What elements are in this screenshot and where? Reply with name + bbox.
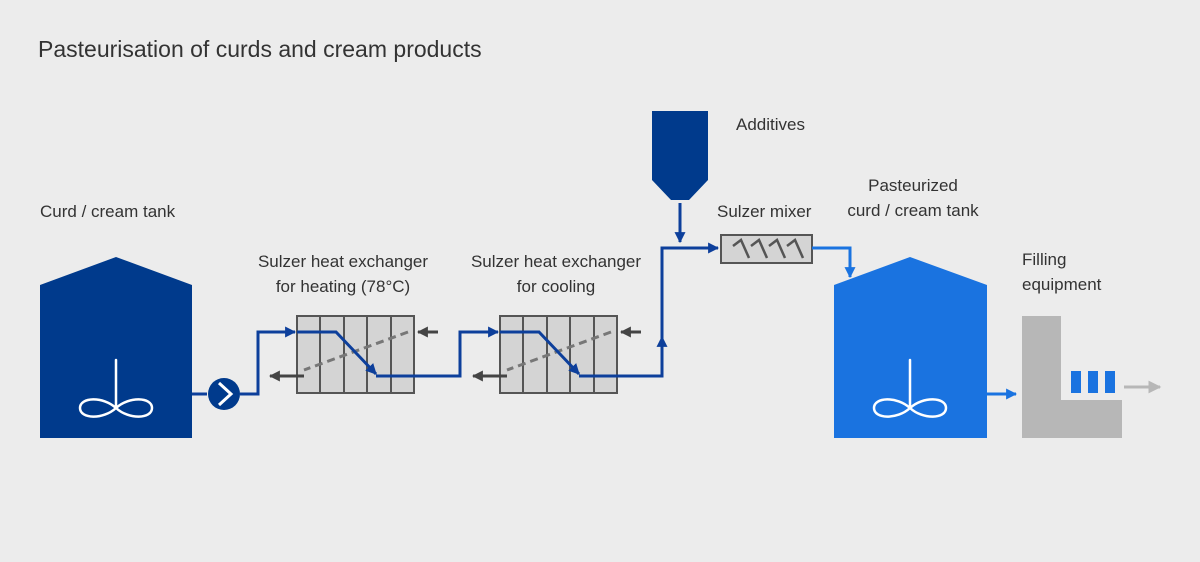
heat-exchanger-cooling (499, 315, 618, 394)
curd-tank-label: Curd / cream tank (40, 202, 176, 221)
heat-exchanger-heating-label-line2: for heating (78°C) (275, 277, 411, 296)
filling-equipment-label-line2: equipment (1022, 275, 1102, 294)
curd-tank-body (40, 257, 192, 438)
pasteurized-tank-body (834, 257, 987, 438)
additives-hopper (652, 111, 708, 244)
pump-icon (192, 378, 240, 410)
filled-containers (1071, 371, 1115, 393)
agitator-icon (78, 358, 154, 418)
filling-equipment-label-line1: Filling (1022, 250, 1067, 269)
pasteurized-tank-label: Pasteurized curd / cream tank (813, 173, 1013, 223)
heat-exchanger-heating (296, 315, 415, 394)
heat-exchanger-cooling-label-line2: for cooling (516, 277, 596, 296)
filling-equipment (1022, 316, 1162, 438)
diagram-title: Pasteurisation of curds and cream produc… (38, 36, 482, 62)
filling-equipment-label: Filling equipment (1022, 247, 1101, 297)
pasteurized-tank-label-line1: Pasteurized (868, 176, 958, 195)
hopper-icon (652, 111, 708, 200)
heat-exchanger-cooling-label: Sulzer heat exchanger for cooling (456, 249, 656, 299)
filling-machine (1022, 316, 1122, 438)
pasteurized-tank-label-line2: curd / cream tank (847, 201, 979, 220)
product-flow-line (240, 242, 720, 396)
pasteurized-tank (834, 257, 987, 438)
heat-exchanger-cooling-label-line1: Sulzer heat exchanger (470, 252, 642, 271)
sulzer-mixer (720, 234, 813, 264)
curd-cream-tank (40, 257, 192, 438)
agitator-icon (872, 358, 948, 418)
heat-exchanger-heating-label-line1: Sulzer heat exchanger (257, 252, 429, 271)
mixer-outlet-line (812, 246, 856, 279)
additives-label: Additives (736, 115, 805, 134)
mixer-elements (732, 238, 805, 259)
mixer-label: Sulzer mixer (717, 202, 812, 221)
heat-exchanger-heating-label: Sulzer heat exchanger for heating (78°C) (243, 249, 443, 299)
service-medium-lines (268, 326, 641, 382)
